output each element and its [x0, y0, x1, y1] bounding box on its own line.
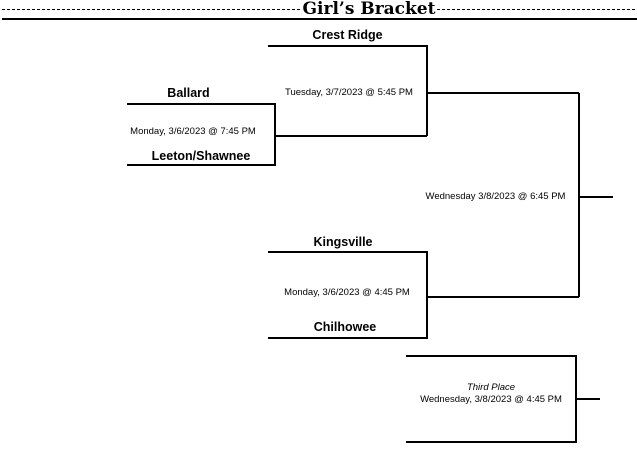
- semifinal-game-time: Tuesday, 3/7/2023 @ 5:45 PM: [285, 87, 413, 98]
- bracket-line-game-a: [127, 103, 276, 166]
- title-dash-left: [2, 9, 300, 10]
- team-ballard: Ballard: [167, 86, 210, 100]
- team-crest-ridge: Crest Ridge: [312, 28, 383, 42]
- team-leeton-shawnee: Leeton/Shawnee: [151, 149, 251, 163]
- title-dash-right: [437, 9, 635, 10]
- final-game-time: Wednesday 3/8/2023 @ 6:45 PM: [425, 191, 566, 202]
- title-underline: [2, 18, 637, 20]
- page-title: Girl’s Bracket: [302, 0, 436, 19]
- third-place-label: Third Place: [466, 382, 516, 393]
- game-b-time: Monday, 3/6/2023 @ 4:45 PM: [284, 287, 410, 298]
- title-bar: Girl’s Bracket: [0, 0, 637, 20]
- game-a-time: Monday, 3/6/2023 @ 7:45 PM: [130, 126, 256, 137]
- third-place-game-time: Wednesday, 3/8/2023 @ 4:45 PM: [420, 394, 562, 405]
- team-kingsville: Kingsville: [313, 235, 373, 249]
- bracket-line-semifinal: [268, 45, 428, 136]
- third-place-game: Third Place Wednesday, 3/8/2023 @ 4:45 P…: [408, 382, 574, 406]
- team-chilhowee: Chilhowee: [313, 320, 377, 334]
- bracket-line-game-b: [268, 251, 428, 339]
